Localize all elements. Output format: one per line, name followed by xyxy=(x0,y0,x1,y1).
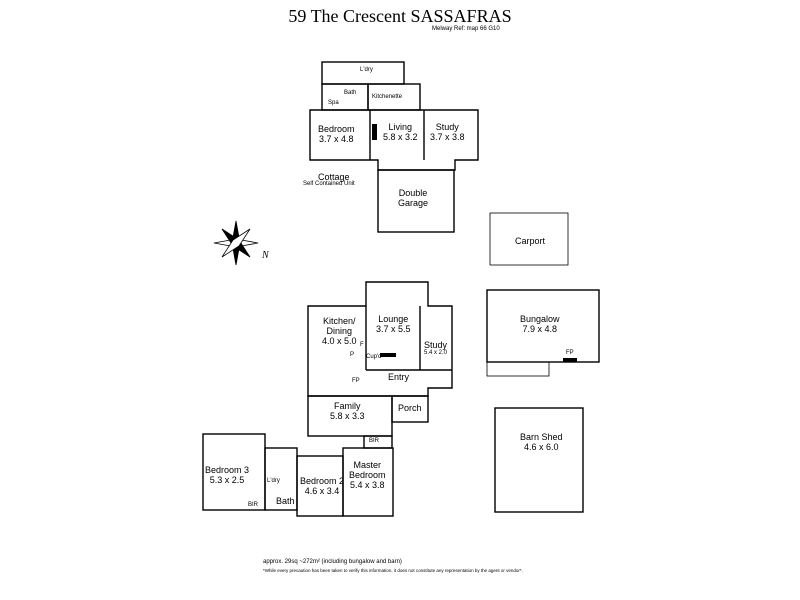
kitchen-dim: 4.0 x 5.0 xyxy=(322,336,357,346)
p-label: P xyxy=(350,352,355,358)
master-dim: 5.4 x 3.8 xyxy=(350,480,385,490)
bedroom2-name: Bedroom 2 xyxy=(300,476,345,486)
family-wall xyxy=(307,395,393,437)
north-label: N xyxy=(262,250,269,261)
cottage-study-dim: 3.7 x 3.8 xyxy=(430,132,465,142)
porch-label: Porch xyxy=(398,403,422,413)
cottage-laundry-label: L'dry xyxy=(360,67,373,73)
cottage-study-name: Study xyxy=(435,122,459,132)
laundry-label: L'dry xyxy=(267,478,280,484)
bedroom2-dim: 4.6 x 3.4 xyxy=(304,486,340,496)
cottage-kitchenette-label: Kitchenette xyxy=(372,94,403,100)
lounge-dim: 3.7 x 5.5 xyxy=(376,324,411,334)
bungalow-name: Bungalow xyxy=(520,314,560,324)
lounge-fireplace xyxy=(380,353,396,357)
page-title: 59 The Crescent SASSAFRAS xyxy=(288,6,512,26)
barn-dim: 4.6 x 6.0 xyxy=(524,442,559,452)
study-dim: 5.4 x 2.0 xyxy=(424,350,448,356)
kitchen-name: Kitchen/ Dining xyxy=(323,316,356,336)
carport-outline xyxy=(489,212,569,266)
cottage-spa-label: Spa xyxy=(328,100,339,106)
carport-label: Carport xyxy=(515,236,546,246)
cottage-living-name: Living xyxy=(388,122,413,132)
bungalow-dim: 7.9 x 4.8 xyxy=(522,324,558,334)
cottage-living-dim: 5.8 x 3.2 xyxy=(383,132,418,142)
study-name: Study xyxy=(424,340,448,350)
bedroom3-dim: 5.3 x 2.5 xyxy=(209,475,245,485)
cupboard-label: Cup'd xyxy=(366,354,382,360)
family-dim: 5.8 x 3.3 xyxy=(330,411,365,421)
barn-wall xyxy=(494,407,584,513)
bungalow-fp-label: FP xyxy=(566,350,574,356)
bath-label: Bath xyxy=(276,496,295,506)
cottage-sublabel: Self Contained Unit xyxy=(303,181,355,187)
cottage-bedroom-name: Bedroom xyxy=(318,124,355,134)
garage-wall xyxy=(377,169,455,233)
cottage-main-wall xyxy=(309,109,479,171)
garage-label: Double Garage xyxy=(398,188,429,208)
bir3-label: BIR xyxy=(248,502,259,508)
bungalow-fireplace xyxy=(563,358,577,362)
cottage-bath-label: Bath xyxy=(344,90,357,96)
cottage-bedroom-dim: 3.7 x 4.8 xyxy=(319,134,354,144)
barn-name: Barn Shed xyxy=(520,432,563,442)
compass-rose xyxy=(213,220,259,266)
master-name: Master Bedroom xyxy=(349,460,386,480)
cottage-fireplace xyxy=(372,124,377,140)
disclaimer: *While every precaution has been taken t… xyxy=(263,568,523,573)
melway-reference: Melway Ref: map 66 G10 xyxy=(432,26,500,32)
cottage-label: Cottage xyxy=(318,172,350,182)
entry-label: Entry xyxy=(388,372,410,382)
bungalow-deck xyxy=(486,361,550,377)
bedroom3-name: Bedroom 3 xyxy=(205,465,250,475)
lounge-name: Lounge xyxy=(378,314,409,324)
area-note: approx. 29sq ~272m² (including bungalow … xyxy=(263,559,402,565)
master-wall xyxy=(342,447,394,517)
family-name: Family xyxy=(334,401,361,411)
bir-label: BIR xyxy=(369,438,380,444)
fp-label: FP xyxy=(352,378,360,384)
f-label: F xyxy=(360,342,364,348)
